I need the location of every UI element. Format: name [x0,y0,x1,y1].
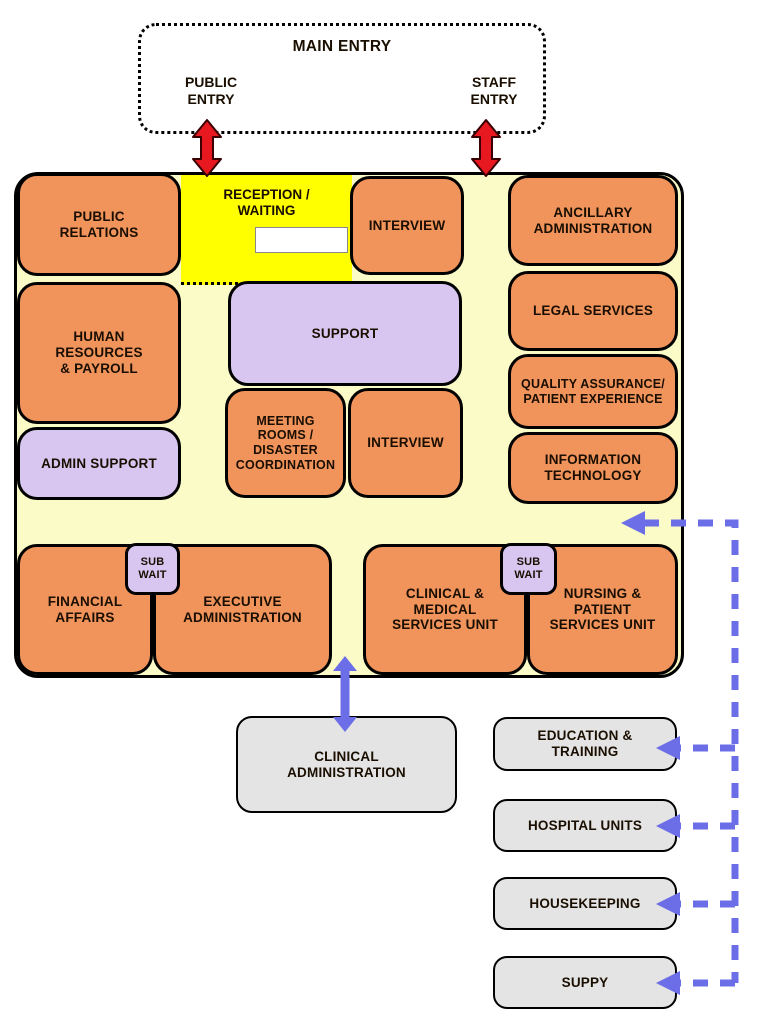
room-ancillary-administration: ANCILLARY ADMINISTRATION [508,175,678,266]
public-entry-label: PUBLIC ENTRY [184,74,238,107]
block-hospital-units: HOSPITAL UNITS [493,799,677,852]
room-quality-assurance: QUALITY ASSURANCE/ PATIENT EXPERIENCE [508,354,678,429]
room-legal-services: LEGAL SERVICES [508,271,678,351]
room-admin-support: ADMIN SUPPORT [17,427,181,500]
room-human-resources-payroll: HUMAN RESOURCES & PAYROLL [17,282,181,424]
room-sub-wait-left: SUB WAIT [125,543,180,595]
reception-waiting-label: RECEPTION / WAITING [223,187,310,218]
room-information-technology: INFORMATION TECHNOLOGY [508,432,678,504]
room-meeting-rooms-disaster: MEETING ROOMS / DISASTER COORDINATION [225,388,346,498]
room-interview-top: INTERVIEW [350,176,464,275]
room-public-relations: PUBLIC RELATIONS [17,173,181,276]
reception-desk [255,227,348,253]
main-entry-zone: MAIN ENTRY PUBLIC ENTRY STAFF ENTRY [138,23,546,134]
reception-waiting-area: RECEPTION / WAITING [181,175,352,285]
block-supply: SUPPY [493,956,677,1009]
room-interview-bottom: INTERVIEW [348,388,463,498]
block-education-training: EDUCATION & TRAINING [493,717,677,771]
room-sub-wait-right: SUB WAIT [500,543,557,595]
room-support: SUPPORT [228,281,462,386]
room-clinical-medical-services: CLINICAL & MEDICAL SERVICES UNIT [363,544,527,675]
main-entry-label: MAIN ENTRY [292,38,392,55]
block-housekeeping: HOUSEKEEPING [493,877,677,930]
room-executive-administration: EXECUTIVE ADMINISTRATION [153,544,332,675]
staff-entry-label: STAFF ENTRY [470,74,518,107]
block-clinical-administration: CLINICAL ADMINISTRATION [236,716,457,813]
